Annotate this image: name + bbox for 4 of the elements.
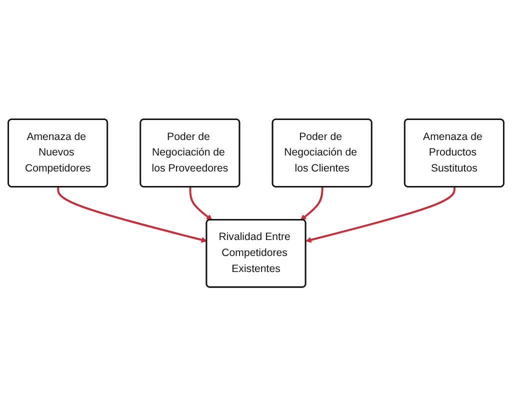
arrow xyxy=(57,186,208,242)
arrow xyxy=(306,186,456,242)
arrow xyxy=(189,186,212,220)
arrow xyxy=(300,186,324,220)
